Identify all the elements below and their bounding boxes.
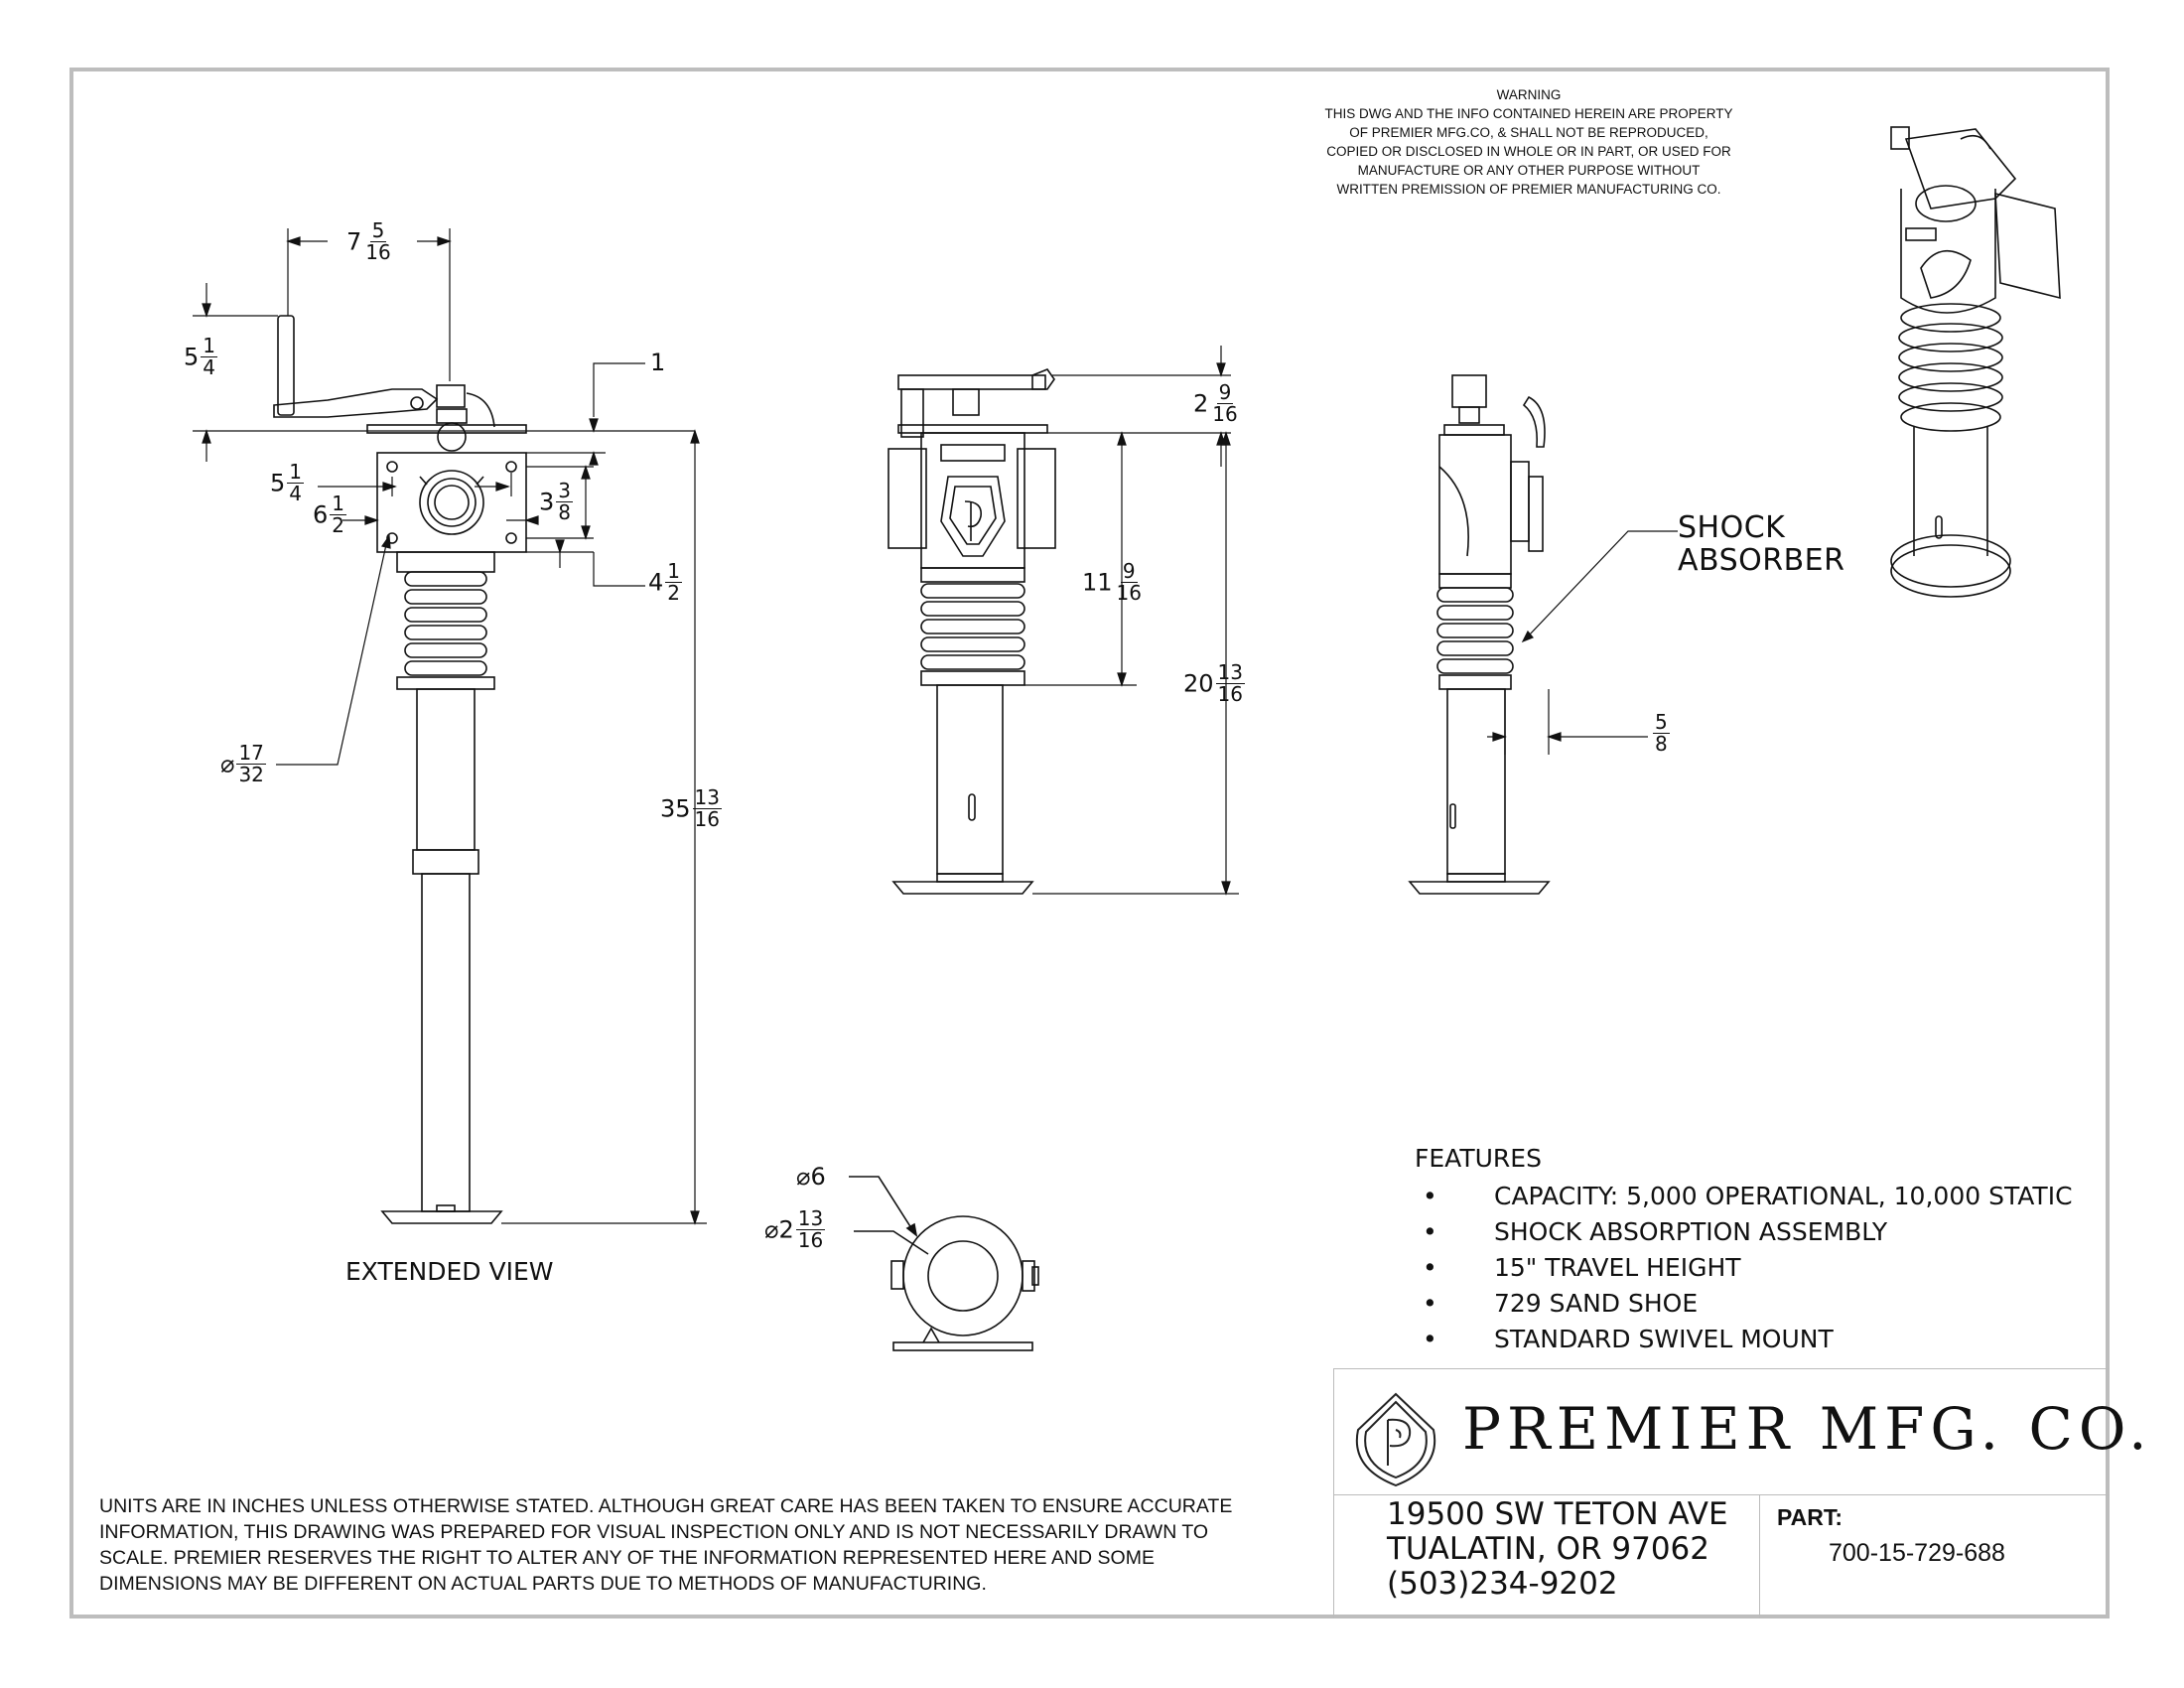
extended-view-drawing	[273, 315, 527, 1224]
warning-line: THIS DWG AND THE INFO CONTAINED HEREIN A…	[1324, 106, 1733, 121]
shock-absorber-label: SHOCK ABSORBER	[1678, 510, 1845, 578]
side-view-dimensions	[1487, 530, 1678, 755]
warning-line: WARNING	[1496, 87, 1562, 102]
dim-outer-diameter: ⌀6	[796, 1163, 826, 1191]
warning-line: WRITTEN PREMISSION OF PREMIER MANUFACTUR…	[1336, 182, 1721, 197]
feature-item: 15" TRAVEL HEIGHT	[1415, 1250, 2073, 1286]
features-list: FEATURES CAPACITY: 5,000 OPERATIONAL, 10…	[1415, 1144, 2073, 1357]
feature-item: STANDARD SWIVEL MOUNT	[1415, 1322, 2073, 1357]
title-block-divider	[1333, 1494, 2110, 1495]
warning-line: OF PREMIER MFG.CO, & SHALL NOT BE REPROD…	[1349, 125, 1708, 140]
feature-item: CAPACITY: 5,000 OPERATIONAL, 10,000 STAT…	[1415, 1179, 2073, 1214]
feature-item: SHOCK ABSORPTION ASSEMBLY	[1415, 1214, 2073, 1250]
part-label: PART:	[1777, 1504, 1843, 1530]
title-block-divider	[1759, 1494, 1760, 1618]
extended-view-label: EXTENDED VIEW	[345, 1257, 554, 1286]
front-view-dimensions	[1024, 346, 1239, 896]
feature-item: 729 SAND SHOE	[1415, 1286, 2073, 1322]
part-number: 700-15-729-688	[1829, 1539, 2005, 1567]
warning-line: COPIED OR DISCLOSED IN WHOLE OR IN PART,…	[1326, 144, 1731, 159]
extended-view-dimensions	[193, 228, 707, 1225]
disclaimer: UNITS ARE IN INCHES UNLESS OTHERWISE STA…	[99, 1495, 1233, 1595]
isometric-view-drawing	[1890, 126, 2061, 598]
warning-line: MANUFACTURE OR ANY OTHER PURPOSE WITHOUT	[1357, 163, 1701, 178]
drawing-border	[69, 68, 2110, 1618]
bottom-view-drawing	[849, 1176, 1039, 1351]
company-name: PREMIER MFG. CO.	[1462, 1395, 2153, 1463]
dim-plate-offset: 1	[650, 349, 666, 376]
title-block	[1333, 1368, 2110, 1618]
front-view-drawing	[887, 368, 1056, 895]
company-address: 19500 SW TETON AVE TUALATIN, OR 97062 (5…	[1387, 1496, 1728, 1602]
warning-notice: WARNING THIS DWG AND THE INFO CONTAINED …	[1310, 85, 1747, 199]
premier-logo-icon	[1355, 1392, 1436, 1487]
features-title: FEATURES	[1415, 1144, 1542, 1173]
side-view-drawing	[1408, 374, 1551, 895]
